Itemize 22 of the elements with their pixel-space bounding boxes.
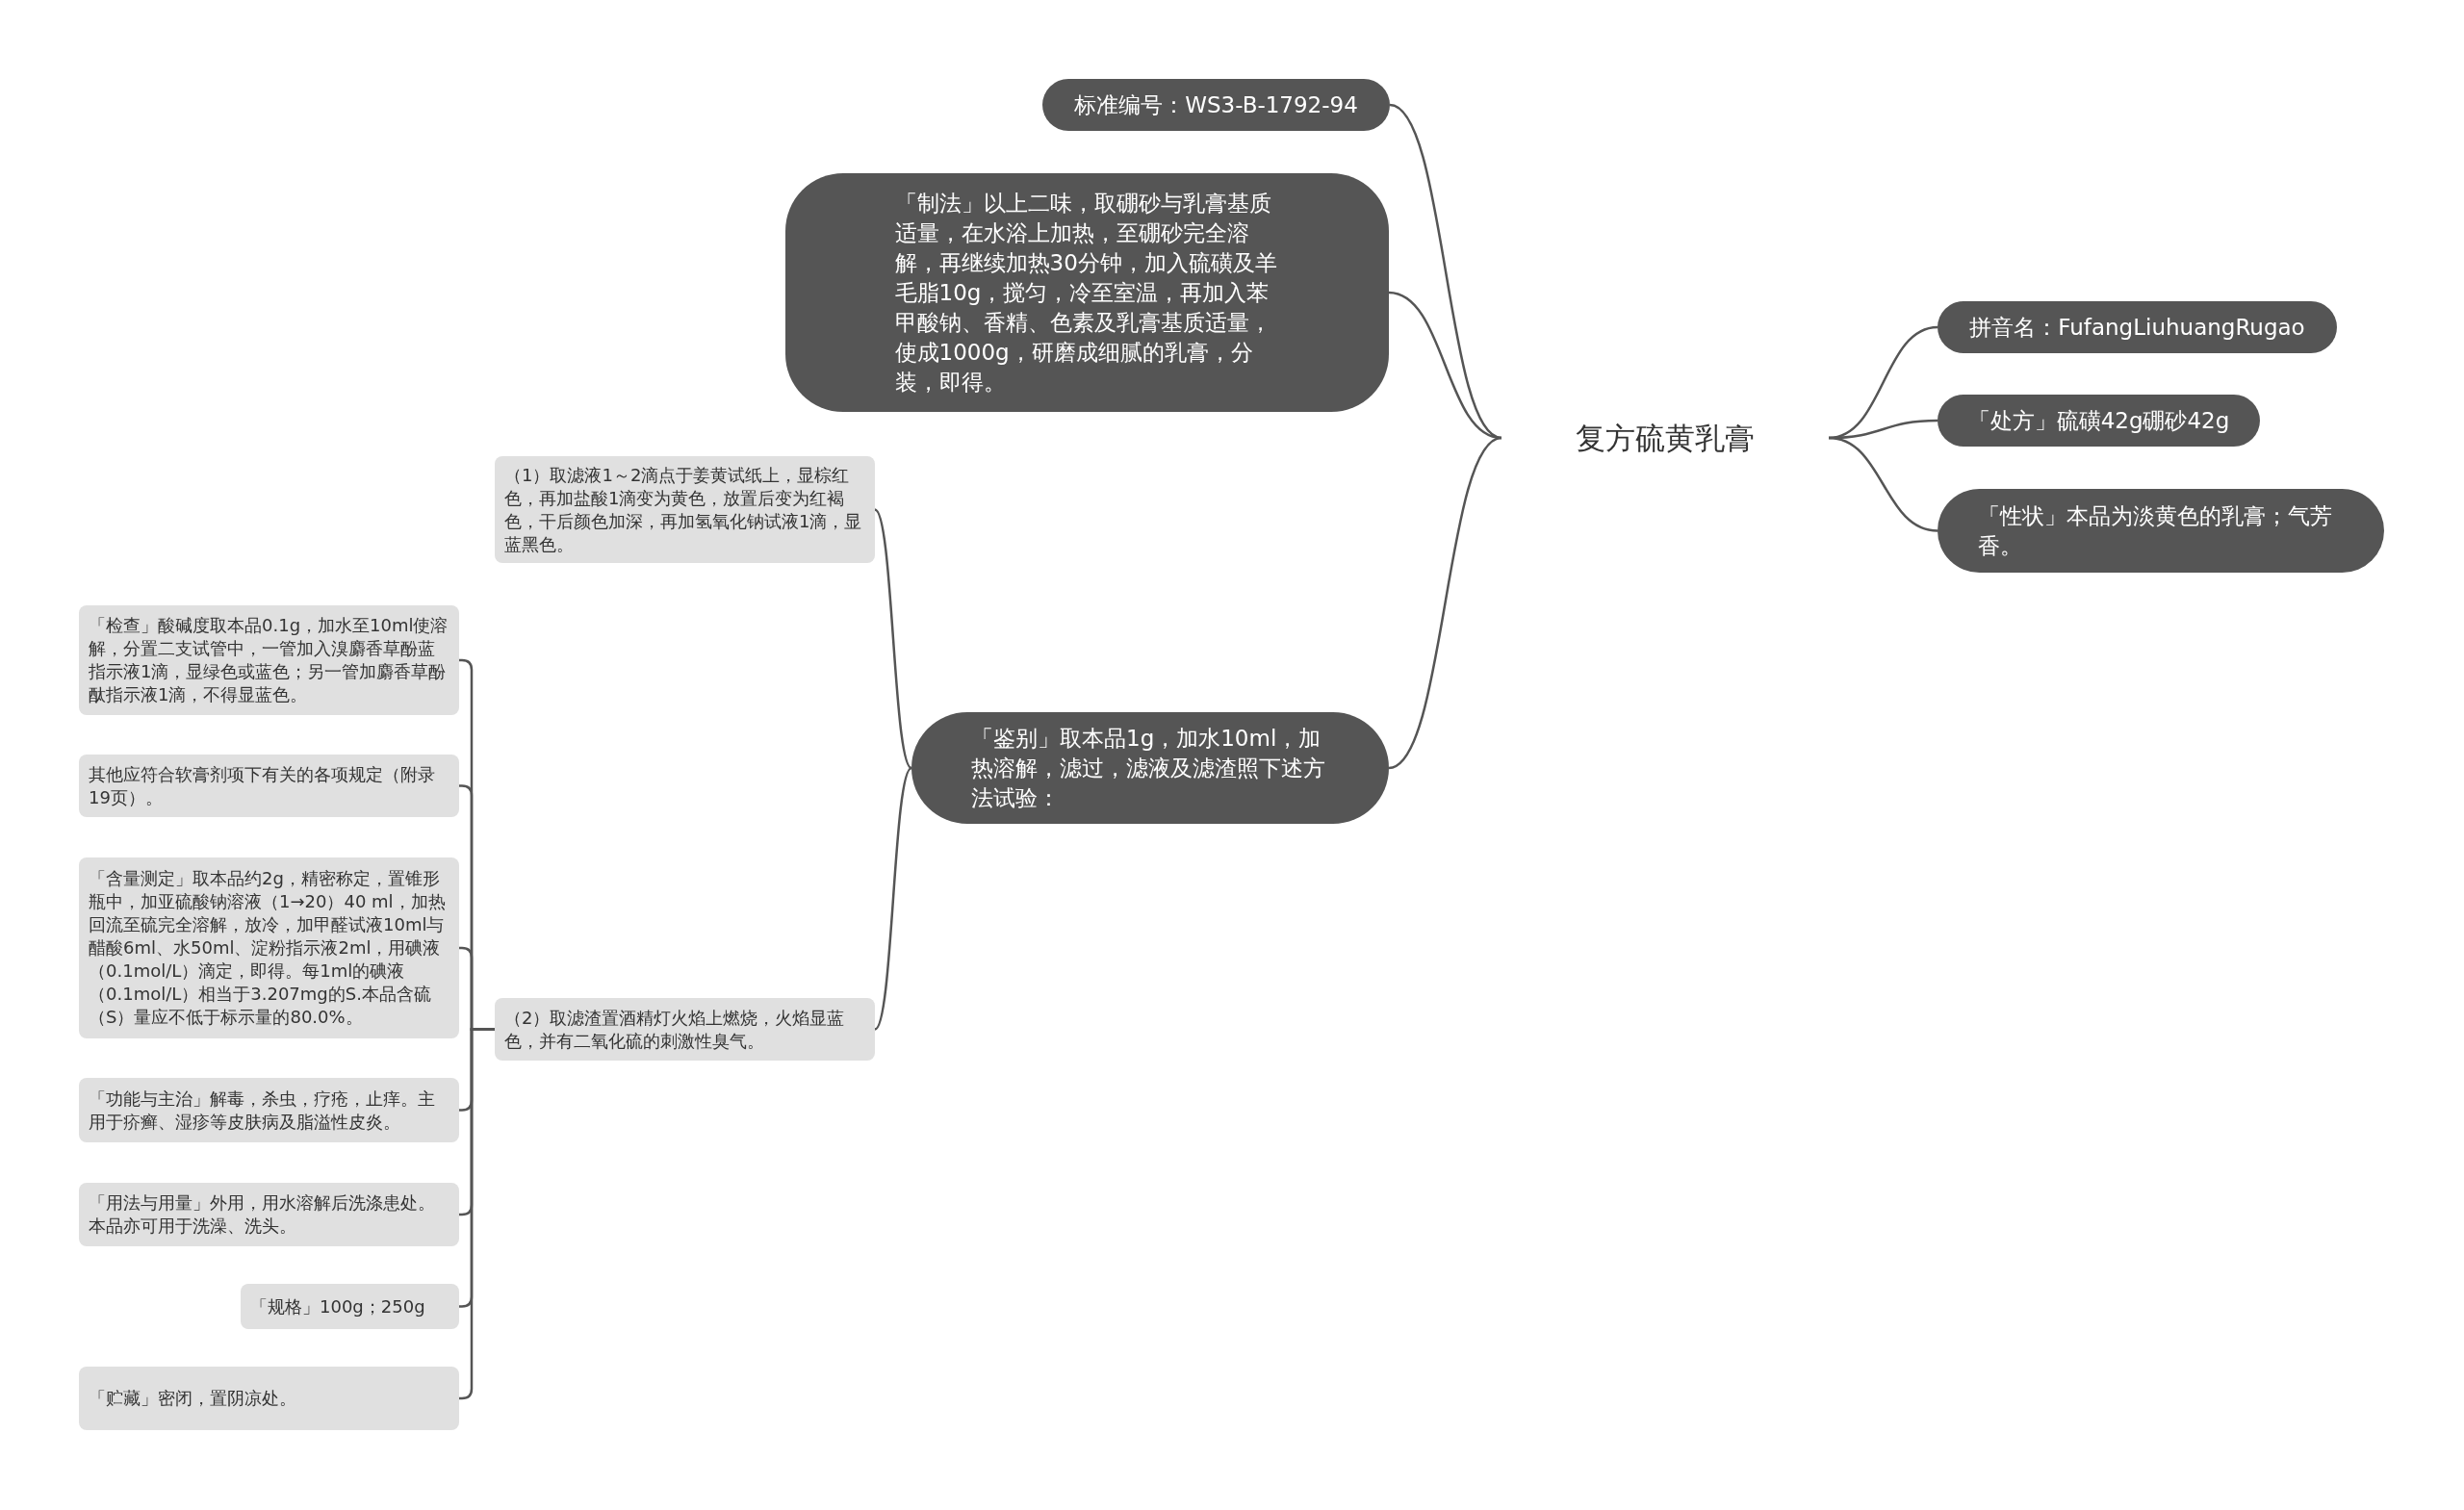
connector-line bbox=[1388, 436, 1502, 770]
note-box: 「用法与用量」外用，用水溶解后洗涤患处。本品亦可用于洗澡、洗头。 bbox=[79, 1183, 459, 1246]
topic-pill: 「处方」硫磺42g硼砂42g bbox=[1938, 395, 2260, 447]
topic-pill: 「鉴别」取本品1g，加水10ml，加热溶解，滤过，滤液及滤渣照下述方法试验： bbox=[911, 712, 1389, 824]
topic-text: 复方硫黄乳膏 bbox=[1502, 409, 1829, 467]
connector-line bbox=[1828, 436, 1938, 532]
note-box: 「规格」100g；250g bbox=[241, 1284, 459, 1329]
note-box: 「检查」酸碱度取本品0.1g，加水至10ml使溶解，分置二支试管中，一管加入溴麝香草酚蓝指示液1滴，显绿色或蓝色；另一管加麝香草酚酞指示液1滴，不得显蓝色。 bbox=[79, 605, 459, 715]
note-box: （2）取滤渣置酒精灯火焰上燃烧，火焰显蓝色，并有二氧化硫的刺激性臭气。 bbox=[495, 998, 875, 1061]
connector-line bbox=[459, 1028, 495, 1400]
topic-pill: 标准编号：WS3-B-1792-94 bbox=[1042, 79, 1390, 131]
note-box: 其他应符合软膏剂项下有关的各项规定（附录19页）。 bbox=[79, 755, 459, 817]
note-box: （1）取滤液1～2滴点于姜黄试纸上，显棕红色，再加盐酸1滴变为黄色，放置后变为红褐色，干后颜色加深，再加氢氧化钠试液1滴，显蓝黑色。 bbox=[495, 456, 875, 563]
connector-line bbox=[874, 508, 912, 769]
note-box: 「贮藏」密闭，置阴凉处。 bbox=[79, 1367, 459, 1430]
topic-pill: 「制法」以上二味，取硼砂与乳膏基质适量，在水浴上加热，至硼砂完全溶解，再继续加热30分钟，加入硫磺及羊毛脂10g，搅匀，冷至室温，再加入苯甲酸钠、香精、色素及乳膏基质适量，使成1000g，研磨成细腻的乳膏，分装，即得。 bbox=[785, 173, 1389, 412]
topic-pill: 拼音名：FufangLiuhuangRugao bbox=[1938, 301, 2337, 353]
note-box: 「含量测定」取本品约2g，精密称定，置锥形瓶中，加亚硫酸钠溶液（1→20）40 ml，加热回流至硫完全溶解，放冷，加甲醛试液10ml与醋酸6ml、水50ml、淀粉指示液2ml，用碘液（0.1mol/L）滴定，即得。每1ml的碘液（0.1mol/L）相当于3.207mg的S.本品含硫（S）量应不低于标示量的80.0%。 bbox=[79, 857, 459, 1038]
connector-line bbox=[874, 767, 912, 1031]
connector-line bbox=[1389, 103, 1502, 440]
topic-pill: 「性状」本品为淡黄色的乳膏；气芳香。 bbox=[1938, 489, 2384, 573]
note-box: 「功能与主治」解毒，杀虫，疗疮，止痒。主用于疥癣、湿疹等皮肤病及脂溢性皮炎。 bbox=[79, 1078, 459, 1142]
